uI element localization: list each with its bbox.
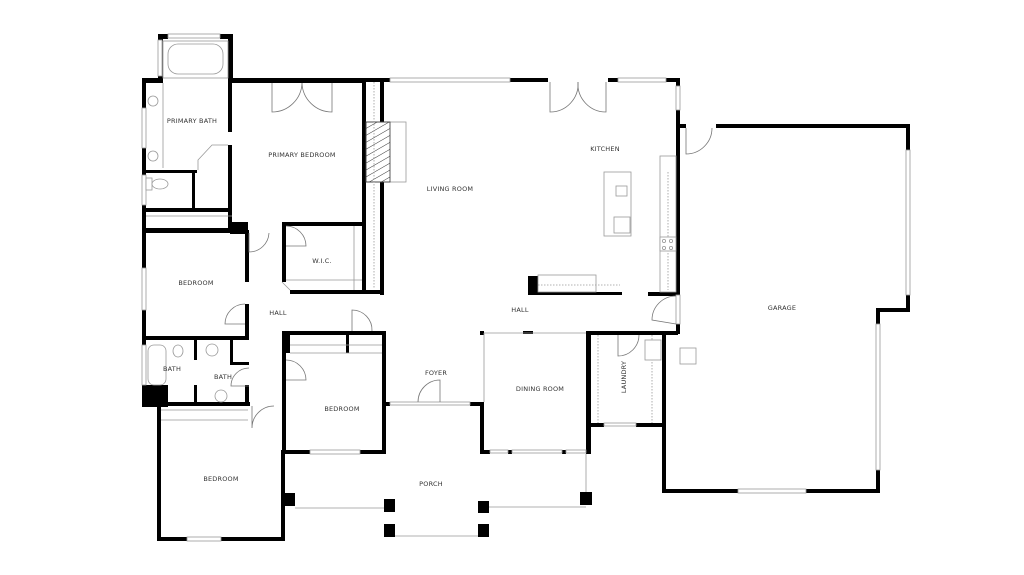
- room-label-hall-1: HALL: [269, 309, 287, 317]
- walls: [142, 34, 910, 541]
- room-label-laundry: LAUNDRY: [620, 361, 628, 393]
- fixtures: [145, 40, 697, 537]
- windows: [141, 33, 911, 542]
- room-label-bedroom-1: BEDROOM: [178, 279, 213, 287]
- room-label-primary-bath: PRIMARY BATH: [167, 117, 217, 125]
- room-label-living-room: LIVING ROOM: [427, 185, 473, 193]
- room-label-dining-room: DINING ROOM: [516, 385, 564, 393]
- room-label-garage: GARAGE: [768, 304, 796, 312]
- room-label-porch: PORCH: [419, 480, 443, 488]
- room-label-foyer: FOYER: [425, 369, 447, 377]
- doors: [224, 81, 713, 429]
- room-label-bedroom-3: BEDROOM: [203, 475, 238, 483]
- room-label-bath-2: BATH: [214, 373, 232, 381]
- room-labels: PRIMARY BATH PRIMARY BEDROOM LIVING ROOM…: [163, 117, 796, 488]
- room-label-wic: W.I.C.: [312, 257, 332, 265]
- room-label-kitchen: KITCHEN: [590, 145, 620, 153]
- room-label-bedroom-2: BEDROOM: [324, 405, 359, 413]
- room-label-bath-1: BATH: [163, 365, 181, 373]
- room-label-primary-bedroom: PRIMARY BEDROOM: [268, 151, 335, 159]
- room-label-hall-2: HALL: [511, 306, 529, 314]
